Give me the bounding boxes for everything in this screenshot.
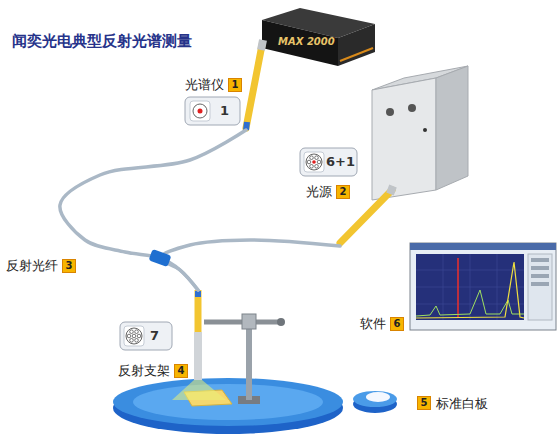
component-name: 光谱仪	[185, 77, 224, 92]
whiteboard-top	[353, 391, 397, 407]
fiber-count: 7	[150, 328, 159, 344]
reflection-stand: 反射支架	[108, 290, 348, 438]
diagram-title: 闻奕光电典型反射光谱测量	[12, 32, 192, 51]
plot-grid	[416, 254, 524, 320]
side-panel	[528, 254, 552, 320]
spectrometer-unit: 光谱仪	[180, 0, 376, 130]
software-panel: 软件	[355, 240, 558, 335]
callout-number: 5	[417, 396, 431, 410]
clamp-knob	[277, 318, 285, 326]
fiber-count: 1	[220, 103, 229, 119]
component-name: 软件	[360, 316, 386, 331]
fiber-icon	[193, 104, 207, 118]
component-name: 光源	[306, 184, 332, 199]
lightsource-side	[436, 66, 468, 190]
icon-box	[300, 148, 357, 176]
probe-jacket	[195, 290, 202, 334]
icon-box	[185, 97, 240, 125]
fiber-core	[198, 109, 203, 114]
clamp-block	[242, 314, 256, 329]
panel-controls	[531, 258, 549, 286]
optical-fiber	[160, 240, 340, 290]
light-spot	[172, 380, 226, 400]
stand-base-top	[113, 378, 343, 426]
fiber-connector	[261, 40, 263, 50]
icon-tile	[304, 152, 324, 172]
fiber-ferrule	[195, 291, 201, 297]
model-text: MAX 2000	[278, 36, 335, 48]
callout-number: 6	[390, 317, 404, 331]
optical-fiber	[60, 130, 246, 290]
icon-tile	[190, 101, 210, 121]
probe-tip	[194, 332, 202, 380]
spectral-line	[457, 258, 459, 318]
fiber-count: 6+1	[326, 154, 355, 170]
fiber-jacket	[246, 45, 262, 128]
indicator	[423, 128, 427, 132]
plot-area	[416, 254, 524, 320]
spectrometer-side	[338, 24, 375, 66]
fiber-junction	[149, 249, 172, 267]
stand-plate	[133, 384, 323, 420]
knob	[408, 104, 416, 112]
component-name: 反射光纤	[6, 258, 58, 273]
icon-box	[120, 322, 172, 350]
lightsource-front	[372, 78, 436, 200]
window-titlebar	[410, 243, 556, 250]
whiteboard-surface	[366, 392, 390, 402]
spectrometer-front	[262, 20, 338, 66]
callout-number: 2	[336, 185, 350, 199]
callout-number: 3	[62, 259, 76, 273]
light-source-unit: 光源	[295, 64, 473, 246]
callout-number: 4	[174, 364, 188, 378]
spectrometer-stripe	[340, 48, 373, 61]
spectrum-curve	[416, 262, 524, 318]
component-name: 标准白板	[436, 396, 488, 411]
bundle-icon	[126, 328, 142, 344]
icon-tile	[124, 326, 144, 346]
white-standard: 标准白板	[350, 380, 542, 425]
component-name: 反射支架	[118, 363, 170, 378]
stand-pole	[246, 318, 252, 400]
software-window	[410, 243, 556, 330]
bundle-icon	[306, 154, 322, 170]
callout-number: 1	[228, 78, 242, 92]
knob	[386, 108, 394, 116]
fiber-connector	[390, 186, 393, 194]
